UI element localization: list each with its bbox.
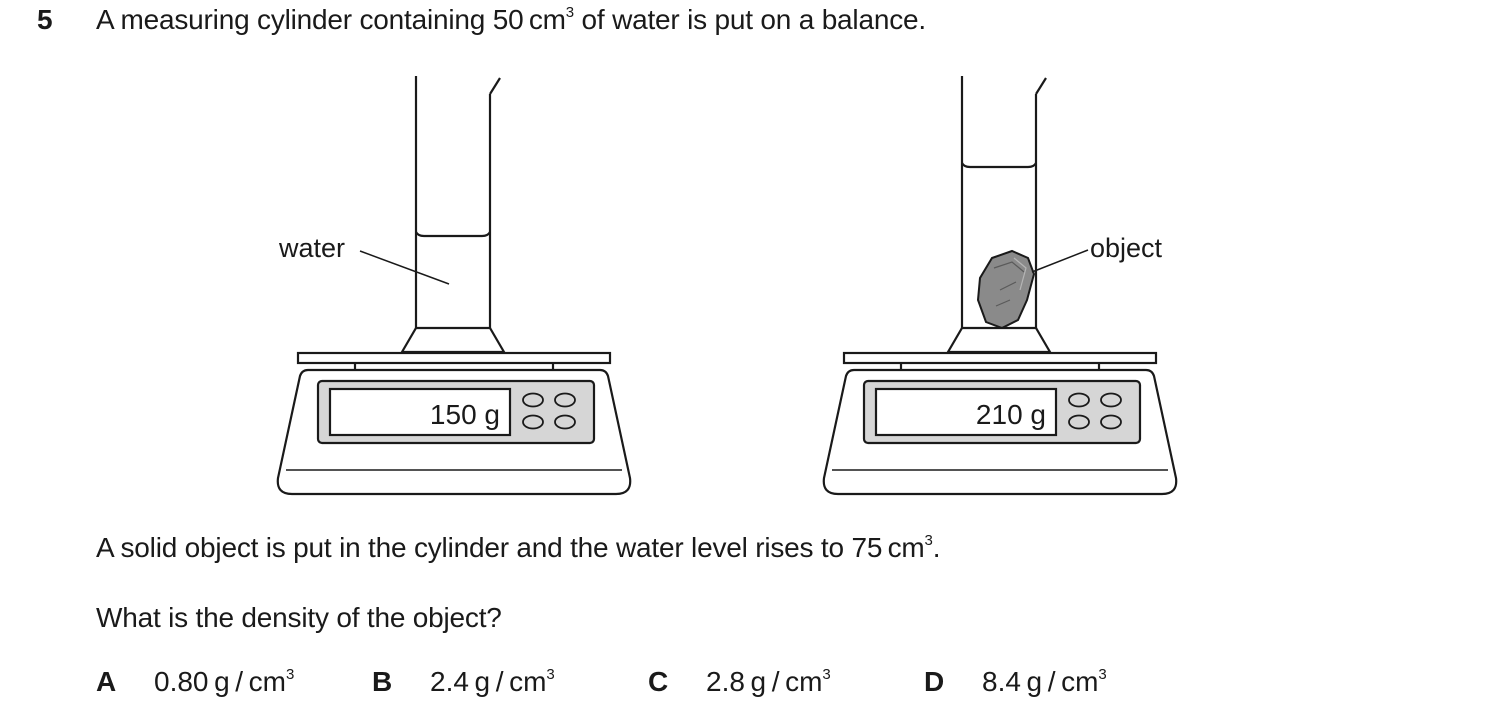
right-balance-pan [842,351,1158,365]
question-number: 5 [37,4,53,35]
option-c-value: 2.8 g / cm [706,666,823,697]
question-prompt: What is the density of the object? [96,602,502,633]
object-label: object [1090,233,1163,263]
left-apparatus [276,76,632,496]
right-cylinder-base [946,326,1052,354]
right-cylinder [960,76,1047,328]
stem-2-text-end: . [932,532,941,563]
stem-1-superscript: 3 [565,3,574,21]
left-buttons [522,392,576,430]
option-a-letter: A [96,666,117,697]
option-a[interactable]: A 0.80 g / cm3 [96,666,294,698]
option-c-superscript: 3 [822,665,831,683]
option-d-value: 8.4 g / cm [982,666,1099,697]
right-display-reading: 210 g [976,399,1046,430]
right-apparatus [822,76,1178,496]
left-display-screen [328,387,512,437]
right-buttons [1068,392,1122,430]
option-d[interactable]: D 8.4 g / cm3 [924,666,1107,698]
water-label: water [278,233,345,263]
left-cylinder-base [400,326,506,354]
left-water-meniscus [415,231,491,238]
option-c-letter: C [648,666,669,697]
option-b-superscript: 3 [546,665,555,683]
stem-1-text-end: of water is put on a balance. [573,4,927,35]
question-stem-line-2: A solid object is put in the cylinder an… [96,532,940,564]
option-d-letter: D [924,666,945,697]
option-b[interactable]: B 2.4 g / cm3 [372,666,555,698]
stem-1-text: A measuring cylinder containing 50 cm [96,4,566,35]
option-b-letter: B [372,666,393,697]
right-display-screen [874,387,1058,437]
left-cylinder [414,76,501,328]
question-stem-line-1: A measuring cylinder containing 50 cm3 o… [96,4,926,36]
option-c[interactable]: C 2.8 g / cm3 [648,666,831,698]
water-leader-line [359,250,450,285]
object-leader-line [1031,249,1089,273]
right-water-meniscus [961,162,1037,169]
left-balance-pan [296,351,612,365]
stem-2-superscript: 3 [924,531,933,549]
option-a-superscript: 3 [286,665,295,683]
object-rock [976,249,1036,330]
stem-2-text: A solid object is put in the cylinder an… [96,532,925,563]
option-a-value: 0.80 g / cm [154,666,286,697]
option-b-value: 2.4 g / cm [430,666,547,697]
option-d-superscript: 3 [1098,665,1107,683]
left-display-reading: 150 g [430,399,500,430]
